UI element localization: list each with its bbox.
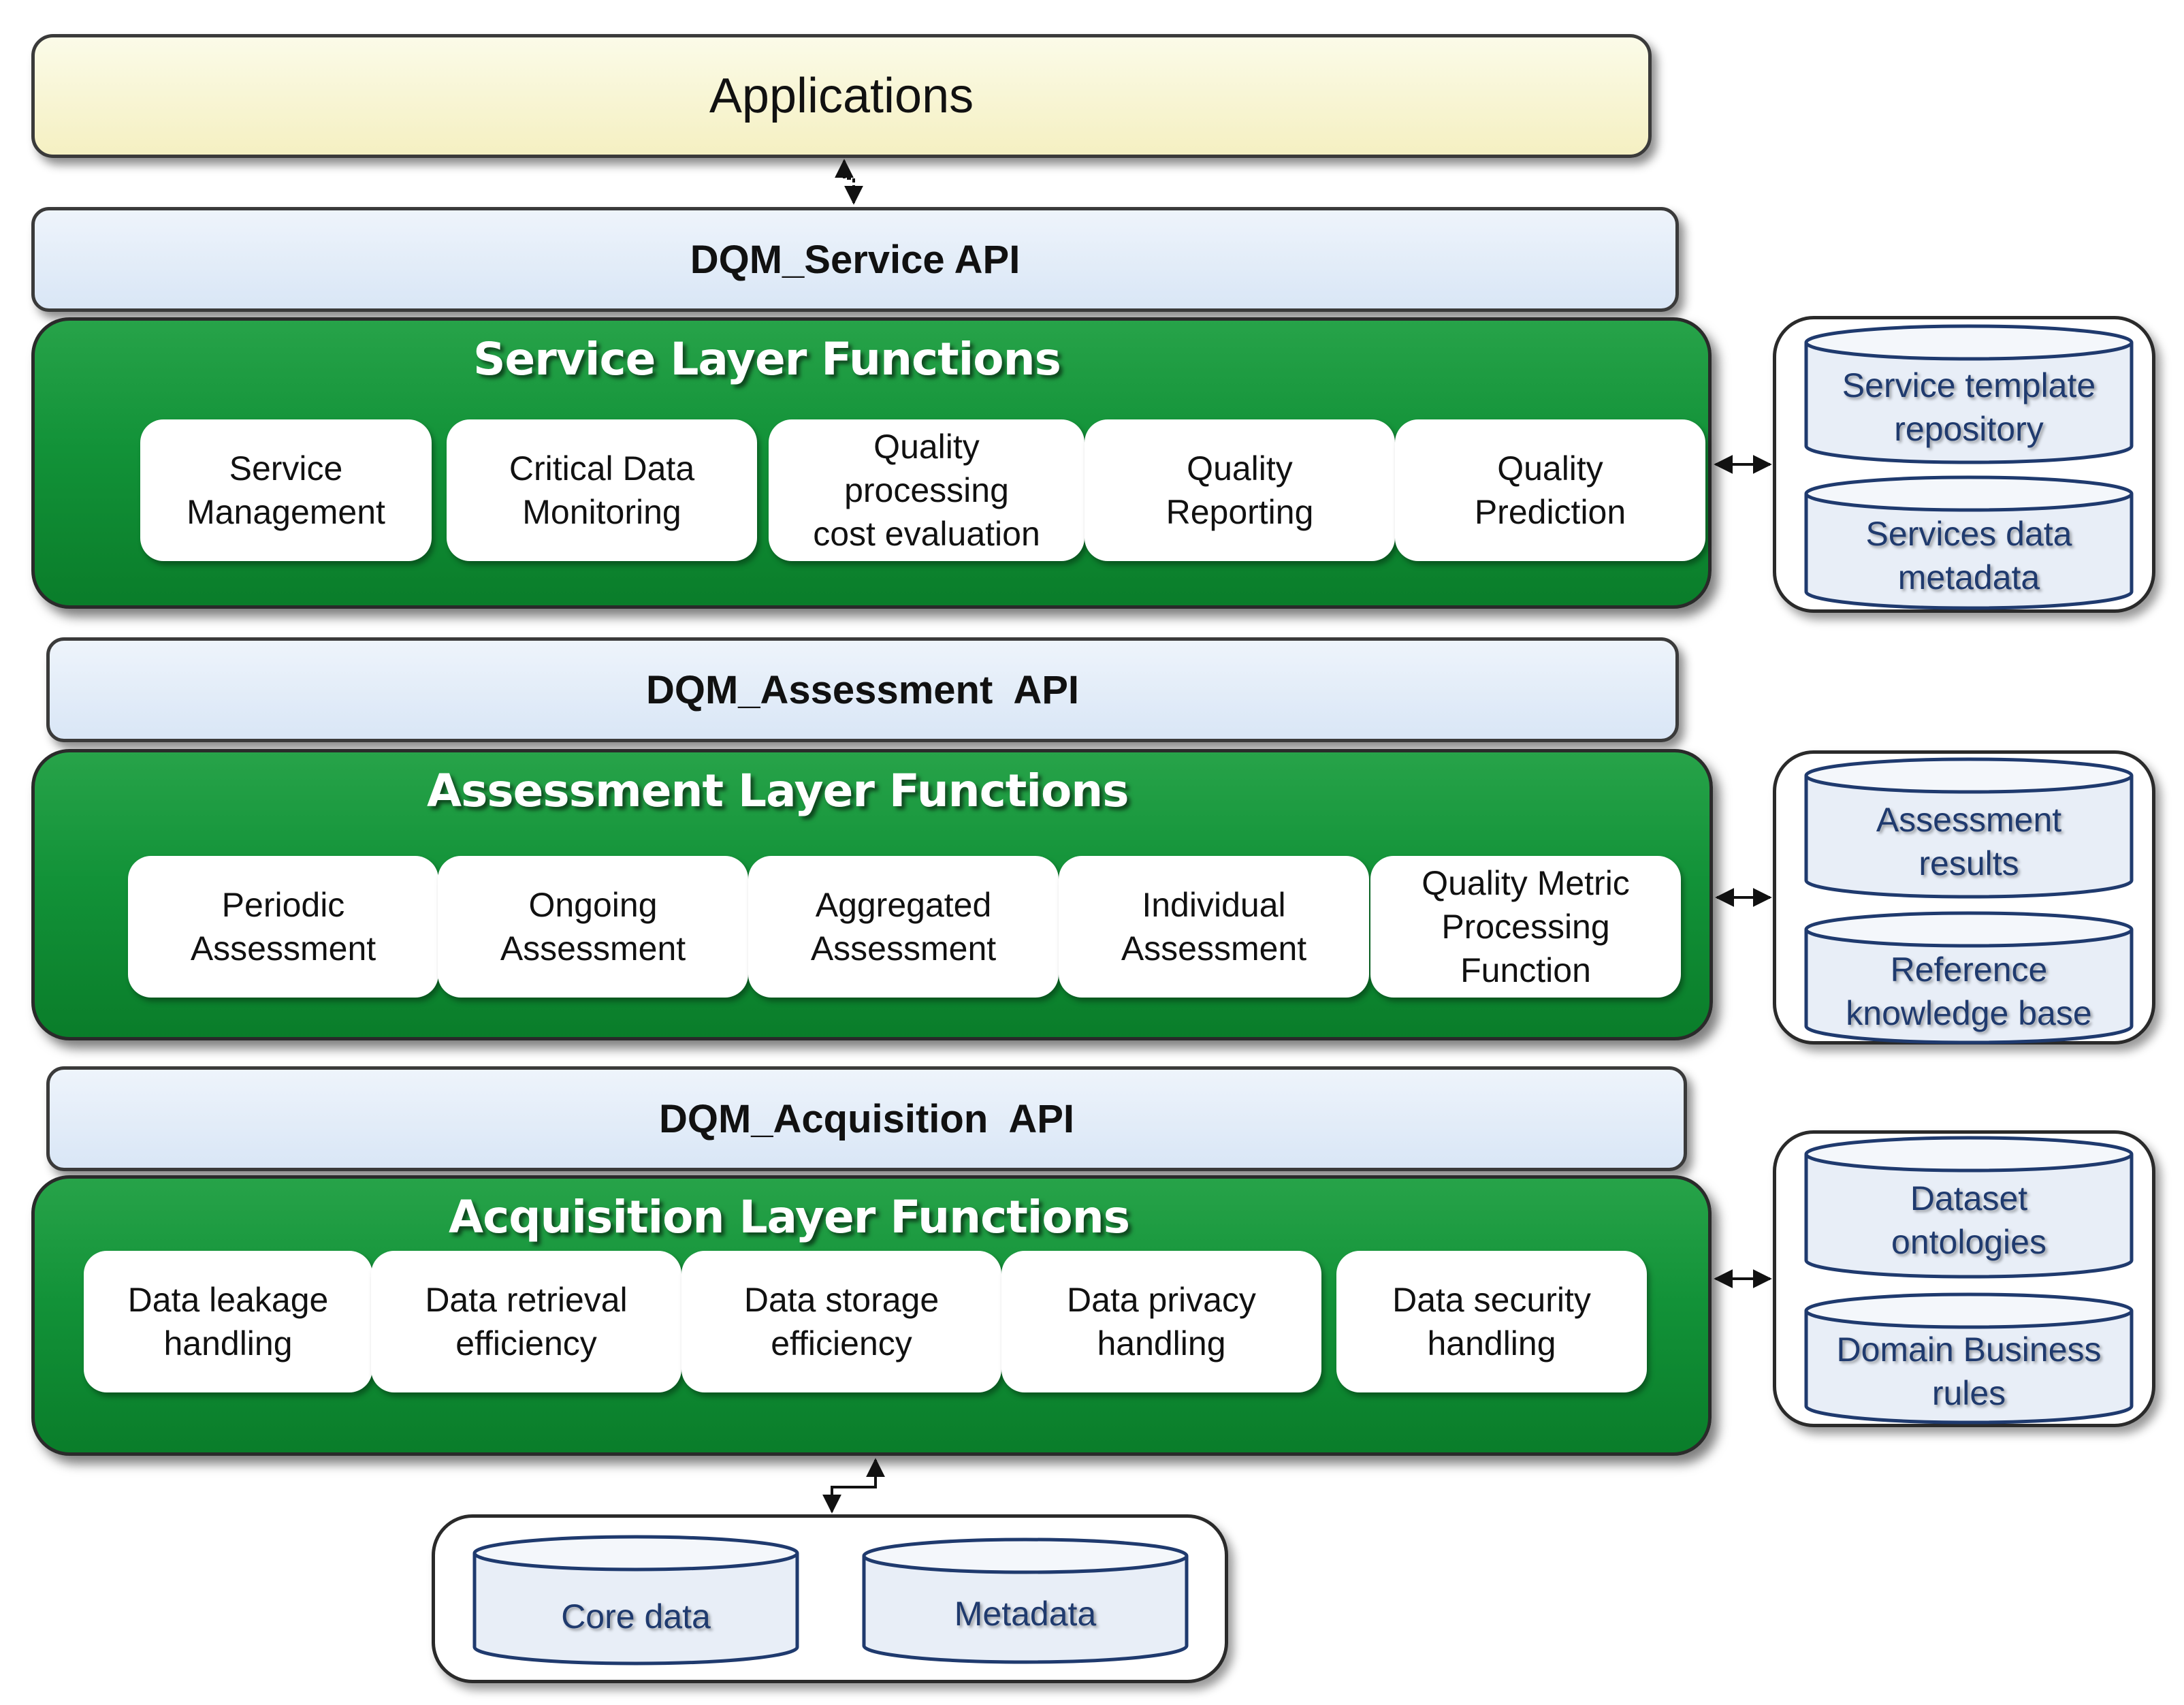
data-storage-efficiency-box: Data storage efficiency — [681, 1251, 1001, 1392]
applications-api-connector — [835, 159, 863, 205]
cylinder-body — [1804, 929, 2134, 1045]
db-label: Assessment results — [1876, 801, 2062, 882]
cylinder-lid — [1804, 475, 2134, 512]
assessment-layer: Assessment Layer Functions Periodic Asse… — [31, 749, 1713, 1040]
cylinder-shape — [1804, 1292, 2134, 1424]
data-leakage-handling-box: Data leakage handling — [84, 1251, 372, 1392]
db-label: Services data metadata — [1865, 515, 2072, 596]
critical-data-monitoring-box: Critical Data Monitoring — [447, 419, 757, 561]
quality-metric-processing-function-box: Quality Metric Processing Function — [1370, 856, 1681, 998]
periodic-assessment-box: Periodic Assessment — [128, 856, 438, 998]
data-sources-connector — [822, 1458, 885, 1514]
assessment-layer-title: Assessment Layer Functions — [427, 765, 1129, 817]
data-privacy-handling-box: Data privacy handling — [1001, 1251, 1321, 1392]
applications-label: Applications — [709, 69, 974, 123]
quality-reporting-box: Quality Reporting — [1085, 419, 1395, 561]
cylinder-shape — [472, 1535, 799, 1666]
db-label: Service template repository — [1842, 366, 2096, 448]
service-layer: Service Layer Functions Service Manageme… — [31, 317, 1712, 609]
service-management-box: Service Management — [140, 419, 432, 561]
cylinder-lid — [1804, 1136, 2134, 1173]
metadata-db: Metadata — [861, 1536, 1190, 1666]
cylinder-shape — [1804, 757, 2134, 899]
acquisition-api-label: DQM_Acquisition API — [658, 1096, 1075, 1141]
service-api-bar: DQM_Service API — [31, 207, 1679, 312]
cylinder-lid — [1804, 911, 2134, 948]
quality-processing-cost-evaluation-box: Quality processing cost evaluation — [769, 419, 1085, 561]
cylinder-body — [1804, 1154, 2134, 1279]
cylinder-body — [1804, 776, 2134, 899]
cylinder-lid — [862, 1537, 1189, 1574]
cylinder-body — [862, 1556, 1189, 1664]
db-label: Domain Business rules — [1836, 1330, 2102, 1412]
cylinder-body — [472, 1553, 799, 1666]
service-layer-title: Service Layer Functions — [473, 333, 1061, 385]
db-label: Core data — [561, 1597, 711, 1636]
cylinder-shape — [1804, 1136, 2134, 1279]
data-security-handling-box: Data security handling — [1336, 1251, 1647, 1392]
reference-knowledge-base-db: Reference knowledge base — [1803, 910, 2135, 1046]
core-data-db: Core data — [471, 1533, 801, 1667]
db-label: Dataset ontologies — [1891, 1179, 2046, 1261]
data-retrieval-efficiency-box: Data retrieval efficiency — [371, 1251, 681, 1392]
cylinder-lid — [1804, 324, 2134, 361]
assessment-api-label: DQM_Assessment API — [645, 667, 1080, 712]
db-label: Reference knowledge base — [1846, 951, 2092, 1032]
dataset-ontologies-db: Dataset ontologies — [1803, 1134, 2135, 1280]
db-label: Metadata — [954, 1595, 1097, 1633]
acquisition-layer: Acquisition Layer Functions Data leakage… — [31, 1175, 1712, 1456]
aggregated-assessment-box: Aggregated Assessment — [748, 856, 1059, 998]
service-api-label: DQM_Service API — [690, 237, 1021, 282]
ongoing-assessment-box: Ongoing Assessment — [438, 856, 748, 998]
assessment-api-bar: DQM_Assessment API — [46, 637, 1679, 742]
cylinder-lid — [1804, 757, 2134, 794]
cylinder-shape — [1804, 324, 2134, 464]
service-template-repository-db: Service template repository — [1803, 323, 2135, 466]
acquisition-api-bar: DQM_Acquisition API — [46, 1066, 1687, 1171]
cylinder-body — [1804, 494, 2134, 610]
cylinder-shape — [862, 1537, 1189, 1664]
cylinder-body — [1804, 342, 2134, 464]
cylinder-shape — [1804, 475, 2134, 610]
applications-bar: Applications — [31, 34, 1652, 158]
acquisition-layer-title: Acquisition Layer Functions — [449, 1191, 1130, 1243]
cylinder-body — [1804, 1311, 2134, 1424]
quality-prediction-box: Quality Prediction — [1395, 419, 1705, 561]
cylinder-shape — [1804, 911, 2134, 1045]
services-data-metadata-db: Services data metadata — [1803, 474, 2135, 611]
assessment-results-db: Assessment results — [1803, 756, 2135, 900]
domain-business-rules-db: Domain Business rules — [1803, 1291, 2135, 1426]
cylinder-lid — [472, 1535, 799, 1572]
individual-assessment-box: Individual Assessment — [1059, 856, 1369, 998]
cylinder-lid — [1804, 1292, 2134, 1329]
